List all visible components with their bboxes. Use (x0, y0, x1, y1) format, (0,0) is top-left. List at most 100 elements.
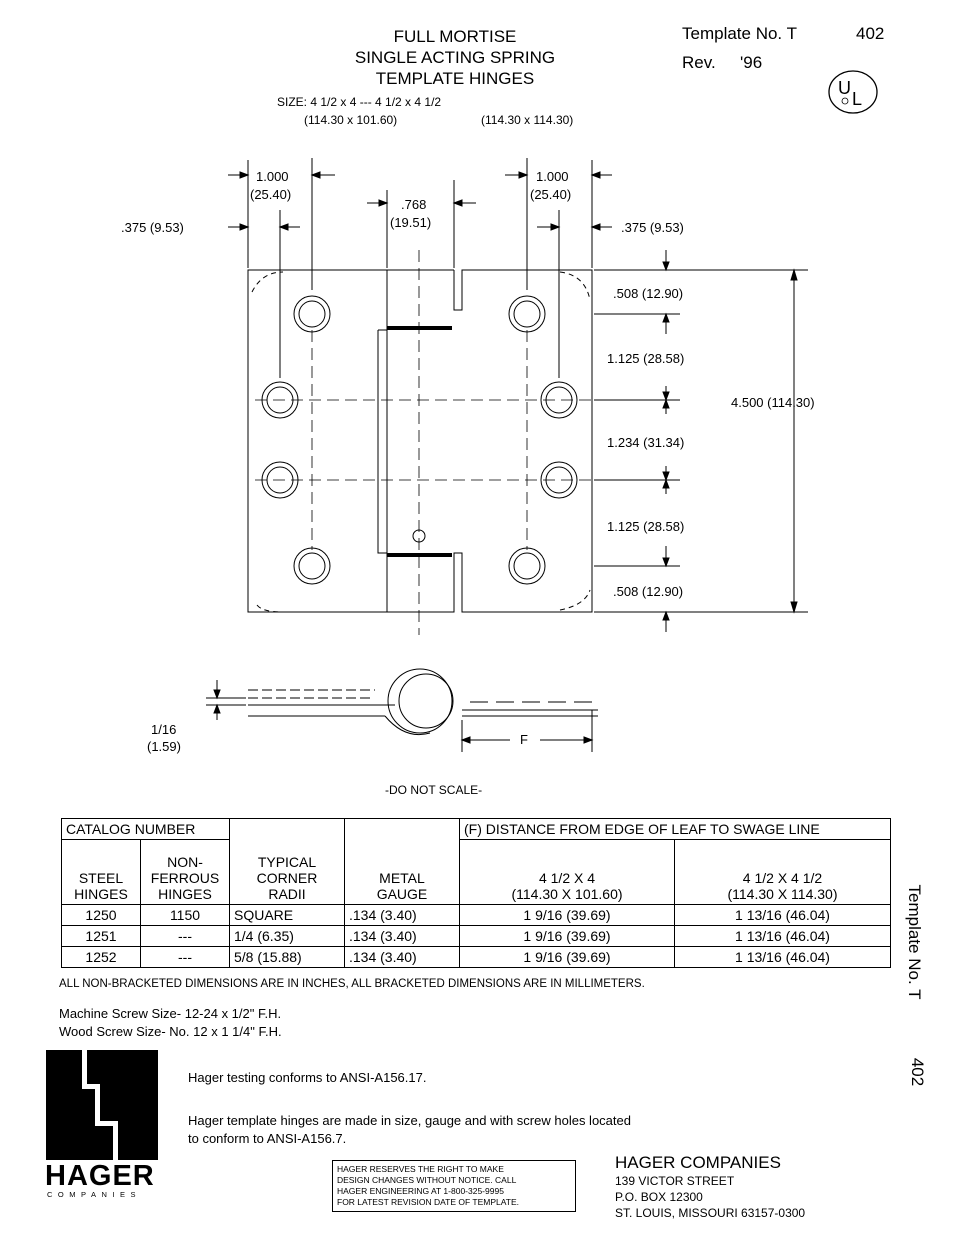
col-size1-line-1: 4 1/2 X 4 (538, 870, 596, 886)
size-mm-left: (114.30 x 101.60) (304, 113, 398, 127)
dim-top-left-width-mm: (25.40) (250, 187, 291, 202)
table-row: 1250 1150 SQUARE .134 (3.40) 1 9/16 (39.… (61, 904, 891, 926)
disclaimer-line-1: HAGER RESERVES THE RIGHT TO MAKE (337, 1164, 504, 1174)
dim-top-right-width: 1.000 (536, 169, 569, 184)
hager-logo-sub: COMPANIES (47, 1190, 141, 1199)
template-note-line-1: Hager template hinges are made in size, … (188, 1113, 631, 1128)
cell-steel: 1252 (61, 946, 141, 968)
right-leaf (387, 269, 593, 613)
col-steel-line-1: STEEL (78, 870, 124, 886)
cell-nonferrous: 1150 (140, 904, 230, 926)
f-distance-header: (F) DISTANCE FROM EDGE OF LEAF TO SWAGE … (459, 818, 891, 840)
cell-f1: 1 9/16 (39.69) (459, 925, 675, 947)
rev-label: Rev. (682, 53, 716, 72)
ul-mark-l: L (852, 89, 862, 109)
disclaimer-box: HAGER RESERVES THE RIGHT TO MAKE DESIGN … (332, 1160, 576, 1212)
do-not-scale: -DO NOT SCALE- (385, 783, 483, 797)
col-size2-header: 4 1/2 X 4 1/2 (114.30 X 114.30) (674, 839, 891, 905)
col-size1-line-2: (114.30 X 101.60) (511, 886, 623, 902)
machine-screw-size: Machine Screw Size- 12-24 x 1/2" F.H. (59, 1006, 282, 1021)
col-size2-line-1: 4 1/2 X 4 1/2 (742, 870, 823, 886)
hager-logo-icon (46, 1050, 158, 1160)
dim-knuckle: .768 (401, 197, 426, 212)
side-template-label: Template No. T (905, 884, 924, 1000)
dim-knuckle-mm: (19.51) (390, 215, 431, 230)
dim-edge-right: .375 (9.53) (621, 220, 684, 235)
dim-hole-spacing-5: .508 (12.90) (613, 584, 683, 599)
dim-hole-spacing-1: .508 (12.90) (613, 286, 683, 301)
dim-hole-spacing-2: 1.125 (28.58) (607, 351, 684, 366)
testing-note: Hager testing conforms to ANSI-A156.17. (188, 1070, 427, 1085)
table-row: 1252 --- 5/8 (15.88) .134 (3.40) 1 9/16 … (61, 946, 891, 968)
left-leaf (247, 269, 388, 613)
cell-steel: 1250 (61, 904, 141, 926)
size-mm-right: (114.30 x 114.30) (481, 113, 574, 127)
col-nonferrous-header: NON- FERROUS HINGES (140, 839, 230, 905)
cell-f2: 1 13/16 (46.04) (674, 904, 891, 926)
dim-overall-height: 4.500 (114.30) (731, 395, 815, 410)
disclaimer-line-3: HAGER ENGINEERING AT 1-800-325-9995 (337, 1186, 504, 1196)
col-radii-line-3: RADII (268, 886, 306, 902)
size-line: SIZE: 4 1/2 x 4 --- 4 1/2 x 4 1/2 (277, 95, 442, 109)
dim-edge-left: .375 (9.53) (121, 220, 184, 235)
units-note: ALL NON-BRACKETED DIMENSIONS ARE IN INCH… (59, 978, 645, 990)
dim-gap: 1/16 (151, 722, 176, 737)
template-label: Template No. T (682, 24, 797, 43)
col-gauge-line-1: METAL (379, 870, 425, 886)
col-radii-line-1: TYPICAL (257, 854, 317, 870)
dim-f: F (520, 732, 528, 747)
cell-nonferrous: --- (140, 946, 230, 968)
template-number: 402 (856, 24, 885, 43)
col-nonferrous-line-1: NON- (167, 854, 203, 870)
cell-radii: SQUARE (229, 904, 345, 926)
col-gauge-line-2: GAUGE (376, 886, 428, 902)
rev-value: '96 (740, 53, 763, 72)
col-gauge-header: METAL GAUGE (344, 818, 460, 905)
dim-hole-spacing-4: 1.125 (28.58) (607, 519, 684, 534)
disclaimer-line-2: DESIGN CHANGES WITHOUT NOTICE. CALL (337, 1175, 517, 1185)
table-row: 1251 --- 1/4 (6.35) .134 (3.40) 1 9/16 (… (61, 925, 891, 947)
hager-logo-word: HAGER (45, 1160, 155, 1192)
cell-f1: 1 9/16 (39.69) (459, 904, 675, 926)
col-size2-line-2: (114.30 X 114.30) (727, 886, 838, 902)
ul-listed-icon: U L (828, 70, 878, 114)
col-radii-header: TYPICAL CORNER RADII (229, 818, 345, 905)
col-nonferrous-line-2: FERROUS (150, 870, 220, 886)
col-nonferrous-line-3: HINGES (158, 886, 212, 902)
col-size1-header: 4 1/2 X 4 (114.30 X 101.60) (459, 839, 675, 905)
screw-holes (261, 295, 578, 585)
template-note-line-2: to conform to ANSI-A156.7. (188, 1131, 347, 1146)
col-radii-line-2: CORNER (256, 870, 318, 886)
catalog-number-header: CATALOG NUMBER (61, 818, 230, 840)
company-city: ST. LOUIS, MISSOURI 63157-0300 (615, 1206, 806, 1220)
wood-screw-size: Wood Screw Size- No. 12 x 1 1/4" F.H. (59, 1024, 282, 1039)
title-line-3: TEMPLATE HINGES (375, 69, 535, 88)
company-street: 139 VICTOR STREET (615, 1174, 735, 1188)
ul-mark-u: U (838, 78, 851, 98)
cell-gauge: .134 (3.40) (344, 925, 460, 947)
cell-f2: 1 13/16 (46.04) (674, 925, 891, 947)
col-steel-line-2: HINGES (74, 886, 128, 902)
cell-gauge: .134 (3.40) (344, 946, 460, 968)
dim-top-left-width: 1.000 (256, 169, 289, 184)
cell-nonferrous: --- (140, 925, 230, 947)
cell-radii: 1/4 (6.35) (229, 925, 345, 947)
title-line-1: FULL MORTISE (393, 27, 517, 46)
cell-f2: 1 13/16 (46.04) (674, 946, 891, 968)
page-title: FULL MORTISE SINGLE ACTING SPRING TEMPLA… (330, 26, 580, 89)
dim-hole-spacing-3: 1.234 (31.34) (607, 435, 684, 450)
company-pobox: P.O. BOX 12300 (615, 1190, 703, 1204)
cell-radii: 5/8 (15.88) (229, 946, 345, 968)
dim-top-right-width-mm: (25.40) (530, 187, 571, 202)
cell-f1: 1 9/16 (39.69) (459, 946, 675, 968)
disclaimer-line-4: FOR LATEST REVISION DATE OF TEMPLATE. (337, 1197, 519, 1207)
dim-gap-mm: (1.59) (147, 739, 181, 754)
cell-steel: 1251 (61, 925, 141, 947)
spec-table: CATALOG NUMBER TYPICAL CORNER RADII META… (61, 818, 891, 968)
col-steel-header: STEEL HINGES (61, 839, 141, 905)
cell-gauge: .134 (3.40) (344, 904, 460, 926)
hinge-profile (206, 668, 598, 752)
title-line-2: SINGLE ACTING SPRING (354, 48, 556, 67)
side-template-number: 402 (908, 1057, 927, 1087)
company-name: HAGER COMPANIES (615, 1153, 781, 1172)
